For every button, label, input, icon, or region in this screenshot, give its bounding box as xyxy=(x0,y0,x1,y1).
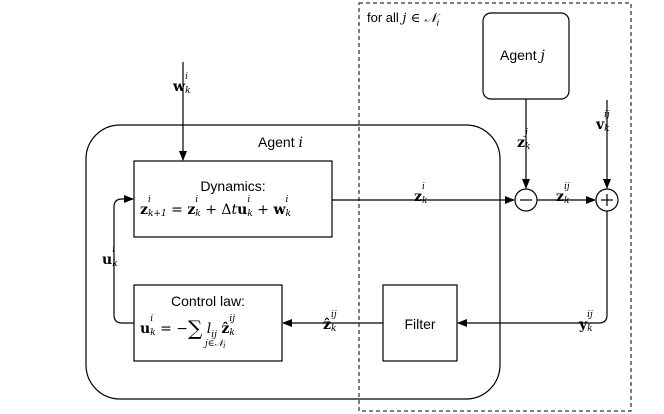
neighbor-region-boundary xyxy=(358,2,632,412)
agent-i-label-var: i xyxy=(298,135,303,151)
region-label-math: j ∈ 𝒩 xyxy=(402,11,437,26)
dynamics-box xyxy=(133,160,333,238)
signal-u-i: uikk xyxy=(102,245,118,269)
signal-v-ij: vijkij xyxy=(596,110,610,134)
control-law-box xyxy=(133,284,283,362)
y-ij-arrow xyxy=(457,211,608,327)
agent-j-label-var: j xyxy=(540,48,545,64)
control-law-sum-index: j∈𝒩i xyxy=(205,339,226,350)
dynamics-title: Dynamics: xyxy=(200,178,266,194)
signal-z-ij: zijkij xyxy=(556,182,570,206)
signal-zhat-ij: ẑijkij xyxy=(323,310,337,334)
agent-j-label-text: Agent xyxy=(500,47,537,63)
filter-label: Filter xyxy=(404,316,436,332)
dynamics-equation: zik+1k+1 = zikk + Δtuikk + wikk xyxy=(140,195,291,219)
region-label-sub: i xyxy=(436,18,439,28)
signal-y-ij: yijkij xyxy=(579,310,593,334)
control-law-equation: uikk = −∑ lij ẑijkij xyxy=(140,314,235,340)
agent-i-label: Agent i xyxy=(258,135,303,150)
signal-w: wikk xyxy=(173,72,191,96)
agent-i-label-text: Agent xyxy=(258,134,295,150)
signal-z-i: zikk xyxy=(414,182,428,206)
agent-j-label: Agent j xyxy=(500,48,545,63)
agent-i-container xyxy=(85,124,501,400)
u-feedback-arrow xyxy=(113,195,134,324)
signal-z-j: zjkk xyxy=(517,128,531,152)
control-law-title: Control law: xyxy=(171,293,245,309)
region-label: for all j ∈ 𝒩i xyxy=(367,10,439,28)
region-label-prefix: for all xyxy=(367,10,399,25)
